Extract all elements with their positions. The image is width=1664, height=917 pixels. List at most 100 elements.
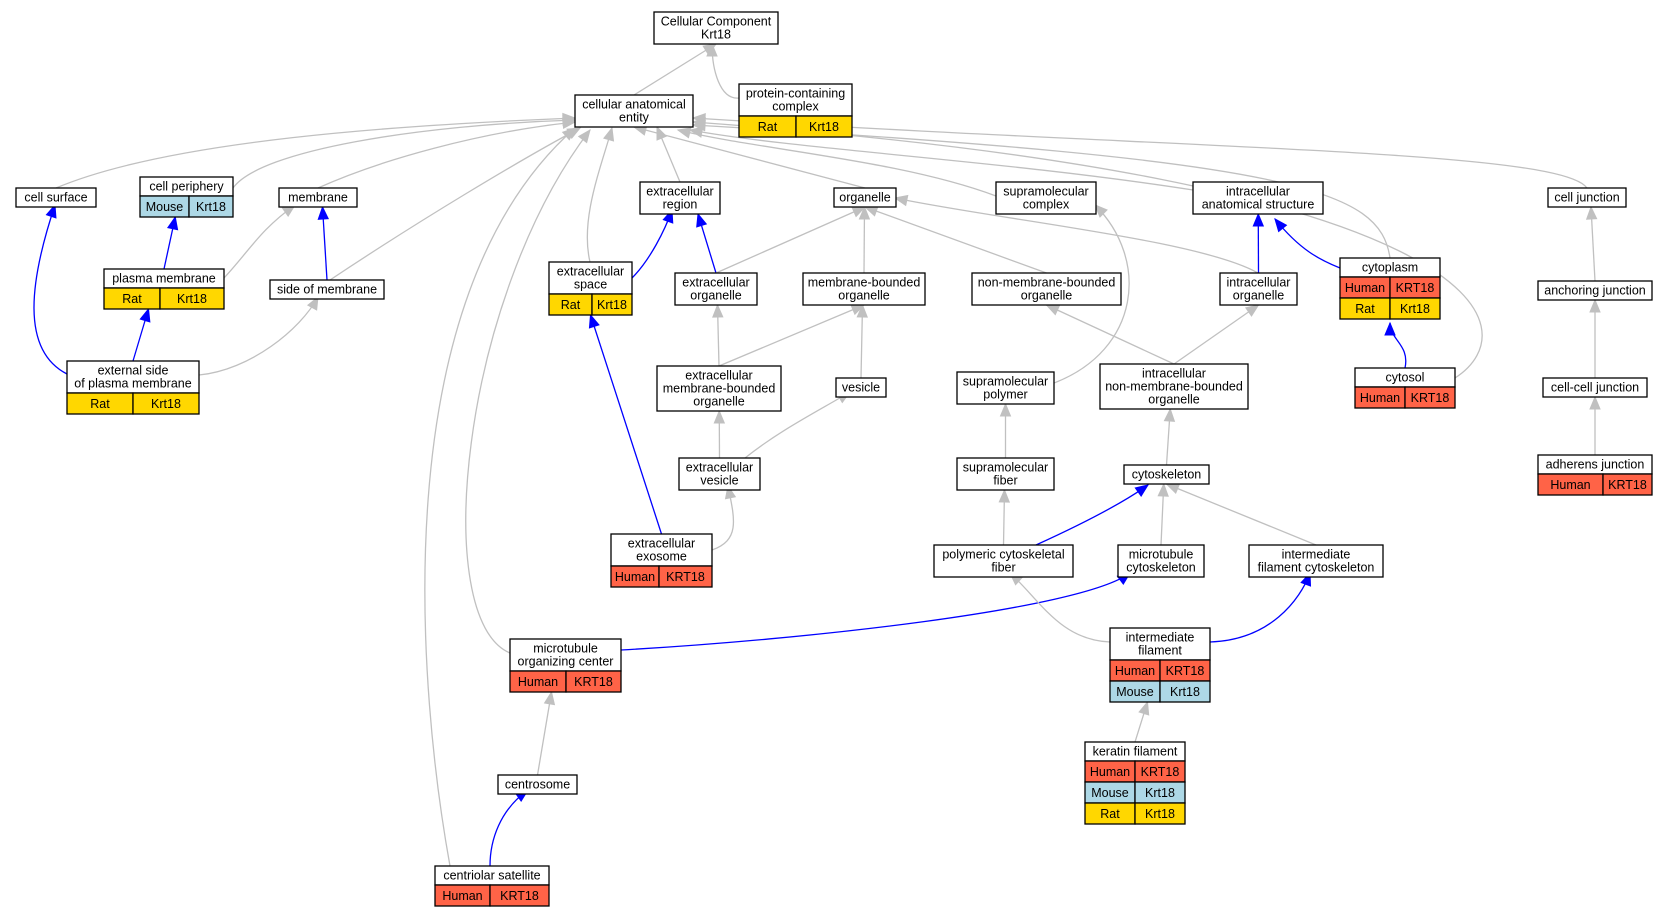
node-title-box (1542, 377, 1648, 398)
node-inmbo[interactable]: intracellularnon-membrane-boundedorganel… (1099, 363, 1249, 410)
edge-smp-to-smc-arrowhead (1094, 204, 1108, 218)
node-label-line: organelle (693, 395, 744, 409)
edge-cyto-to-cae (692, 124, 1391, 259)
node-title-box (956, 371, 1055, 405)
node-memb[interactable]: membrane (278, 187, 358, 208)
node-label-line: polymer (983, 388, 1027, 402)
edge-pcf-to-csk (1035, 484, 1149, 546)
node-ccj[interactable]: cell-cell junction (1542, 377, 1648, 398)
node-label-line: cytoskeleton (1126, 561, 1196, 575)
gene-symbol: KRT18 (1141, 765, 1180, 779)
node-title-box (833, 187, 897, 208)
edge-mtoc-to-cae (465, 129, 591, 654)
edge-pm-to-cper-arrowhead (166, 215, 179, 231)
node-label-line: extracellular (685, 369, 752, 383)
node-som[interactable]: side of membrane (269, 279, 385, 300)
node-cj[interactable]: cell junction (1547, 187, 1627, 208)
node-title-box (1537, 280, 1653, 301)
edge-cs-to-cent (489, 789, 529, 867)
edge-io-to-org-arrowhead (893, 194, 909, 207)
node-ves[interactable]: vesicle (835, 377, 887, 398)
node-title-box (497, 774, 578, 795)
gene-symbol: Krt18 (1170, 685, 1200, 699)
node-label-line: anatomical structure (1202, 198, 1315, 212)
edge-som-to-memb-arrowhead (317, 205, 330, 220)
edge-csurf-to-cae (55, 117, 576, 189)
node-org[interactable]: organelle (833, 187, 897, 208)
node-title-box (1248, 544, 1384, 578)
edge-mtoc-to-mtc (620, 572, 1131, 651)
node-title-box (574, 94, 694, 128)
node-label-line: polymeric cytoskeletal (942, 548, 1064, 562)
gene-cell (658, 565, 713, 588)
species-label: Human (1345, 281, 1385, 295)
node-label-line: entity (619, 111, 650, 125)
edge-inmbo-to-io-arrowhead (1244, 304, 1260, 317)
edge-memb-to-cae-arrowhead (561, 117, 577, 130)
edge-ccj-to-aj-arrowhead (1589, 298, 1601, 313)
node-title-box (15, 187, 97, 208)
gene-symbol: KRT18 (1608, 478, 1647, 492)
node-label-line: external side (98, 364, 169, 378)
species-label: Human (518, 675, 558, 689)
node-title-box (1192, 181, 1324, 215)
node-label-line: microtubule (533, 642, 598, 656)
node-title-box (956, 457, 1055, 491)
node-csk[interactable]: cytoskeleton (1123, 464, 1210, 485)
gene-cell (132, 392, 200, 415)
species-label: Rat (758, 120, 778, 134)
node-csurf[interactable]: cell surface (15, 187, 97, 208)
edge-smc-to-cae (677, 129, 997, 197)
node-label-line: extracellular (682, 276, 749, 290)
node-label-line: vesicle (842, 381, 880, 395)
node-cent[interactable]: centrosome (497, 774, 578, 795)
node-label-line: filament cytoskeleton (1258, 561, 1375, 575)
edge-ecv-to-ecmbo-arrowhead (713, 409, 726, 424)
gene-cell (591, 293, 633, 316)
edge-io-to-ias-arrowhead (1252, 212, 1265, 227)
edge-cj-to-cae (692, 117, 1588, 189)
edge-if-to-pcf (1009, 572, 1111, 643)
node-title-box (678, 457, 761, 491)
edge-ves-to-mbo-arrowhead (856, 303, 868, 318)
node-title-box (738, 83, 853, 117)
species-label: Human (1090, 765, 1130, 779)
edge-cs-to-cae-arrowhead (561, 127, 576, 141)
gene-symbol: KRT18 (1166, 664, 1205, 678)
edge-cent-to-mtoc (536, 691, 553, 776)
edge-ifc-to-csk (1166, 483, 1317, 546)
node-aj[interactable]: anchoring junction (1537, 280, 1653, 301)
gene-symbol: Krt18 (1145, 786, 1175, 800)
edge-aj-to-cj-arrowhead (1585, 205, 1598, 220)
